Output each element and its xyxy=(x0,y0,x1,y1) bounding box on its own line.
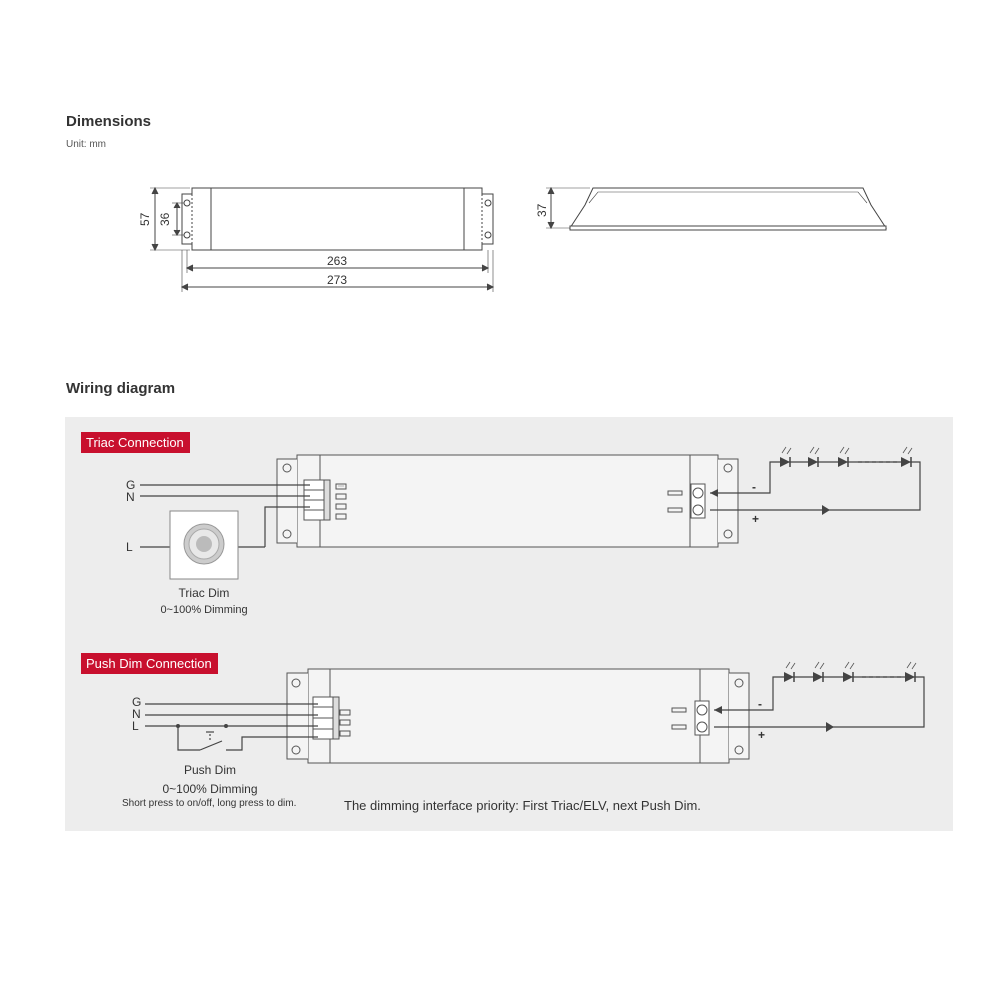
triac-led-plus: + xyxy=(752,512,760,526)
wiring-title: Wiring diagram xyxy=(66,380,176,397)
width-263-label: 263 xyxy=(327,254,348,268)
push-dimmer-range: 0~100% Dimming xyxy=(162,782,258,796)
triac-l-label: L xyxy=(126,540,133,554)
dimension-drawing xyxy=(150,186,887,292)
push-dim-connection-tag: Push Dim Connection xyxy=(81,653,218,674)
triac-output-terminal xyxy=(690,483,706,519)
push-l-label: L xyxy=(132,719,139,733)
triac-dimmer-range: 0~100% Dimming xyxy=(160,604,248,616)
triac-dimmer-device xyxy=(169,510,239,580)
push-dimmer-name: Push Dim xyxy=(183,763,236,777)
triac-g-label: G xyxy=(126,478,136,492)
push-dimmer-note: Short press to on/off, long press to dim… xyxy=(122,798,297,809)
push-driver-housing xyxy=(307,668,730,764)
push-output-terminal xyxy=(694,700,710,736)
triac-n-label: N xyxy=(126,490,135,504)
housing-top-view xyxy=(210,187,465,251)
triac-dimmer-name: Triac Dim xyxy=(178,586,230,600)
push-n-label: N xyxy=(132,707,141,721)
triac-connection-tag: Triac Connection xyxy=(81,432,190,453)
triac-driver-housing xyxy=(296,454,719,548)
left-mounting-ear xyxy=(181,187,211,251)
unit-label: Unit: mm xyxy=(66,139,106,150)
width-273-label: 273 xyxy=(327,273,348,287)
push-led-minus: - xyxy=(758,697,762,711)
dimensions-title: Dimensions xyxy=(66,113,152,130)
triac-led-string xyxy=(779,446,913,468)
priority-note: The dimming interface priority: First Tr… xyxy=(344,798,701,813)
push-g-label: G xyxy=(132,695,142,709)
push-led-plus: + xyxy=(758,728,766,742)
triac-led-minus: - xyxy=(752,480,756,494)
right-mounting-ear xyxy=(464,187,494,251)
push-switch xyxy=(199,731,223,751)
push-led-string xyxy=(783,661,917,683)
